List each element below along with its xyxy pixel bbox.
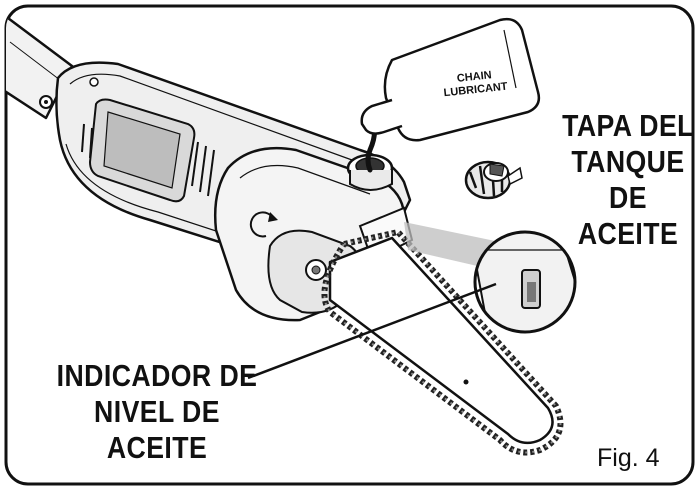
guide-bar [321, 228, 564, 456]
figure-number: Fig. 4 [597, 444, 660, 472]
pole [6, 10, 74, 120]
magnifier-cone [404, 222, 500, 268]
oil-tank-cap [464, 160, 523, 200]
cap-callout-line-1: TAPA DEL [562, 108, 694, 143]
oil-tank-cap-callout: TAPA DEL TANQUE DE ACEITE [559, 108, 697, 252]
lubricant-bottle [360, 17, 541, 142]
indicator-leader-line [247, 282, 497, 380]
indicator-callout-line-2: NIVEL DE ACEITE [94, 394, 220, 465]
cap-callout-line-3: DE ACEITE [577, 180, 679, 251]
cap-callout-line-2: TANQUE [571, 144, 685, 179]
oil-level-indicator-callout: INDICADOR DE NIVEL DE ACEITE [41, 358, 273, 466]
oil-level-detail-circle [473, 230, 577, 334]
indicator-callout-line-1: INDICADOR DE [56, 358, 258, 393]
